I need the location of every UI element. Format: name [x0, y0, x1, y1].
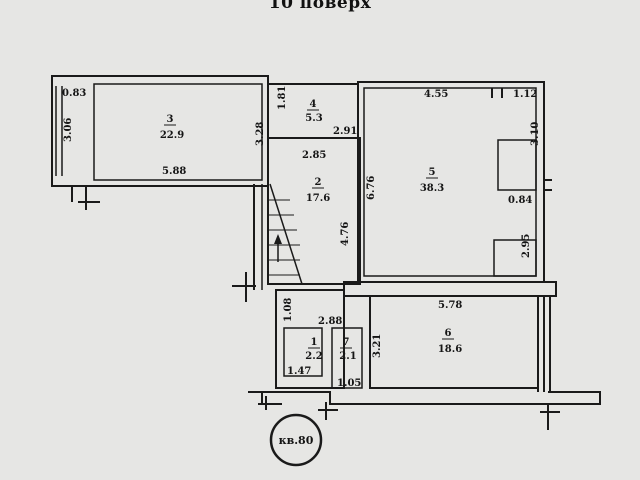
- dim-4-76: 4.76: [340, 222, 351, 246]
- room-labels: 3 22.9 4 5.3 2 17.6 5 38.3 6 18.6 1 2.2 …: [160, 99, 462, 362]
- dim-0-84: 0.84: [508, 195, 532, 206]
- room-1-number: 1: [311, 337, 318, 348]
- room-4-area: 5.3: [305, 113, 322, 124]
- wall-room-7: [331, 327, 363, 389]
- apartment-badge-circle: [269, 413, 323, 467]
- room-4-number: 4: [310, 99, 317, 110]
- dim-2-88: 2.88: [318, 316, 342, 327]
- apartment-badge: кв.80: [279, 434, 314, 447]
- room-6-area: 18.6: [438, 344, 462, 355]
- dim-5-88: 5.88: [162, 166, 186, 177]
- dim-4-55: 4.55: [424, 89, 448, 100]
- room-2-area: 17.6: [306, 193, 330, 204]
- wall-room-5: [357, 81, 545, 283]
- dim-0-83: 0.83: [62, 88, 86, 99]
- room-7-area: 2.1: [339, 351, 356, 362]
- dim-1-47: 1.47: [287, 366, 311, 377]
- dim-1-05: 1.05: [337, 378, 361, 389]
- room-1-area: 2.2: [305, 351, 322, 362]
- room-3-area: 22.9: [160, 130, 184, 141]
- room-2-number: 2: [315, 177, 322, 188]
- dim-3-06: 3.06: [63, 118, 74, 142]
- dim-6-76: 6.76: [366, 176, 377, 200]
- room-5-number: 5: [429, 167, 436, 178]
- dim-2-91: 2.91: [333, 126, 357, 137]
- room-7-number: 7: [343, 337, 350, 348]
- room-5-area: 38.3: [420, 183, 444, 194]
- wall-corridor-lower: [275, 289, 345, 389]
- dim-1-08: 1.08: [283, 298, 294, 322]
- wall-room-3-inner: [93, 83, 263, 181]
- dim-1-12: 1.12: [513, 89, 537, 100]
- dim-3-10: 3.10: [530, 122, 541, 146]
- dim-3-28: 3.28: [255, 122, 266, 146]
- floor-title: 10 поверх: [268, 0, 372, 13]
- wall-room-1: [283, 327, 323, 377]
- dim-1-81: 1.81: [277, 86, 288, 110]
- wall-room-2: [267, 137, 361, 285]
- walls: [51, 75, 601, 430]
- dim-3-21: 3.21: [372, 334, 383, 358]
- room-3-number: 3: [167, 114, 174, 125]
- room-6-number: 6: [445, 328, 452, 339]
- dim-5-78: 5.78: [438, 300, 462, 311]
- dim-2-95: 2.95: [521, 234, 532, 258]
- dim-2-85: 2.85: [302, 150, 326, 161]
- dimension-labels: 0.83 3.06 5.88 3.28 1.81 2.91 4.55 1.12 …: [62, 86, 541, 389]
